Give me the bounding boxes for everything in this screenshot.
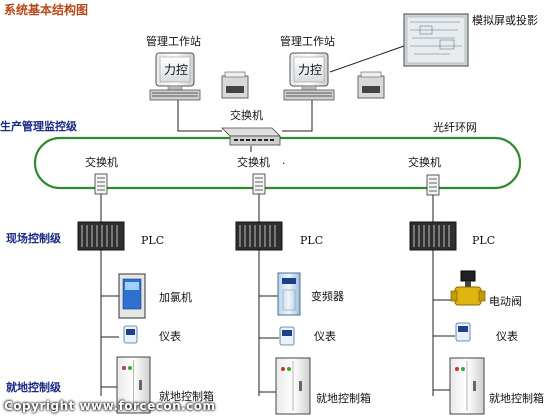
workstation-1-label: 管理工作站: [146, 35, 201, 48]
cabinet-1-label: 就地控制箱: [159, 390, 214, 403]
cabinet-3-label: 就地控制箱: [489, 392, 544, 405]
keyboard-2: [283, 89, 335, 101]
cabinet-2-label: 就地控制箱: [316, 392, 371, 405]
ring-switch-2-device: [252, 173, 266, 195]
meter-1-device: [123, 325, 138, 344]
meter-2-label: 仪表: [314, 330, 336, 343]
plc-2-device: [235, 221, 283, 251]
level-local: 就地控制级: [6, 381, 61, 394]
plc-1-device: [77, 221, 125, 251]
ring-switch-1-device: [94, 173, 108, 195]
level-field: 现场控制级: [6, 232, 61, 245]
branch3-taps: [433, 299, 455, 391]
cabinet-1-device: [116, 356, 151, 414]
diagram-title: 系统基本结构图: [4, 3, 89, 17]
plc-3-label: PLC: [472, 234, 496, 247]
ring-switch-devices: [94, 173, 440, 196]
monitor-2-screen: [293, 56, 325, 83]
branch2-taps: [259, 295, 279, 393]
keyboard-1: [149, 89, 201, 101]
plc-2-label: PLC: [300, 234, 324, 247]
top-switch: [221, 127, 281, 146]
plc-3-device: [409, 221, 457, 251]
level-production: 生产管理监控级: [0, 120, 77, 133]
ring-switch-3-device: [426, 174, 440, 196]
ring-switch-1-label: 交换机: [85, 156, 118, 169]
workstation-2-label: 管理工作站: [280, 35, 335, 48]
meter-3-label: 仪表: [496, 330, 518, 343]
meter-2-device: [279, 326, 295, 346]
motorized-valve-device: [450, 270, 486, 306]
link-ws2-projection: [329, 45, 405, 73]
watermark: Copyright www.forcecon.com: [4, 399, 216, 413]
ring-label: 光纤环网: [433, 121, 477, 134]
plc-1-label: PLC: [141, 234, 165, 247]
ring-switch-2-dot: .: [282, 154, 286, 167]
cabinet-3-device: [449, 357, 485, 415]
connection-lines: [100, 45, 455, 396]
vfd-label: 变频器: [311, 290, 344, 303]
monitor-1-screen: [159, 56, 191, 83]
projection-label: 模拟屏或投影: [472, 14, 538, 27]
cabinet-2-device: [275, 357, 311, 415]
projection-screen: [403, 13, 469, 67]
motorized-valve-label: 电动阀: [489, 295, 522, 308]
meter-3-device: [455, 322, 471, 342]
ring-switch-2-label: 交换机: [237, 156, 270, 169]
link-ws2-switch: [282, 100, 313, 132]
plc-racks: [77, 221, 457, 251]
vfd-device: [277, 272, 301, 316]
chlorinator-label: 加氯机: [159, 291, 192, 304]
top-switch-label: 交换机: [230, 109, 263, 122]
workstation-2: [283, 52, 385, 101]
workstation-1: [149, 52, 249, 101]
workstation-2-screen-text: 力控: [298, 63, 323, 77]
chlorinator-device: [118, 273, 146, 319]
link-ws1-switch: [177, 100, 222, 132]
meter-1-label: 仪表: [159, 330, 181, 343]
ring-switch-3-label: 交换机: [408, 156, 441, 169]
workstation-1-screen-text: 力控: [164, 63, 189, 77]
branch1-taps: [101, 295, 119, 388]
